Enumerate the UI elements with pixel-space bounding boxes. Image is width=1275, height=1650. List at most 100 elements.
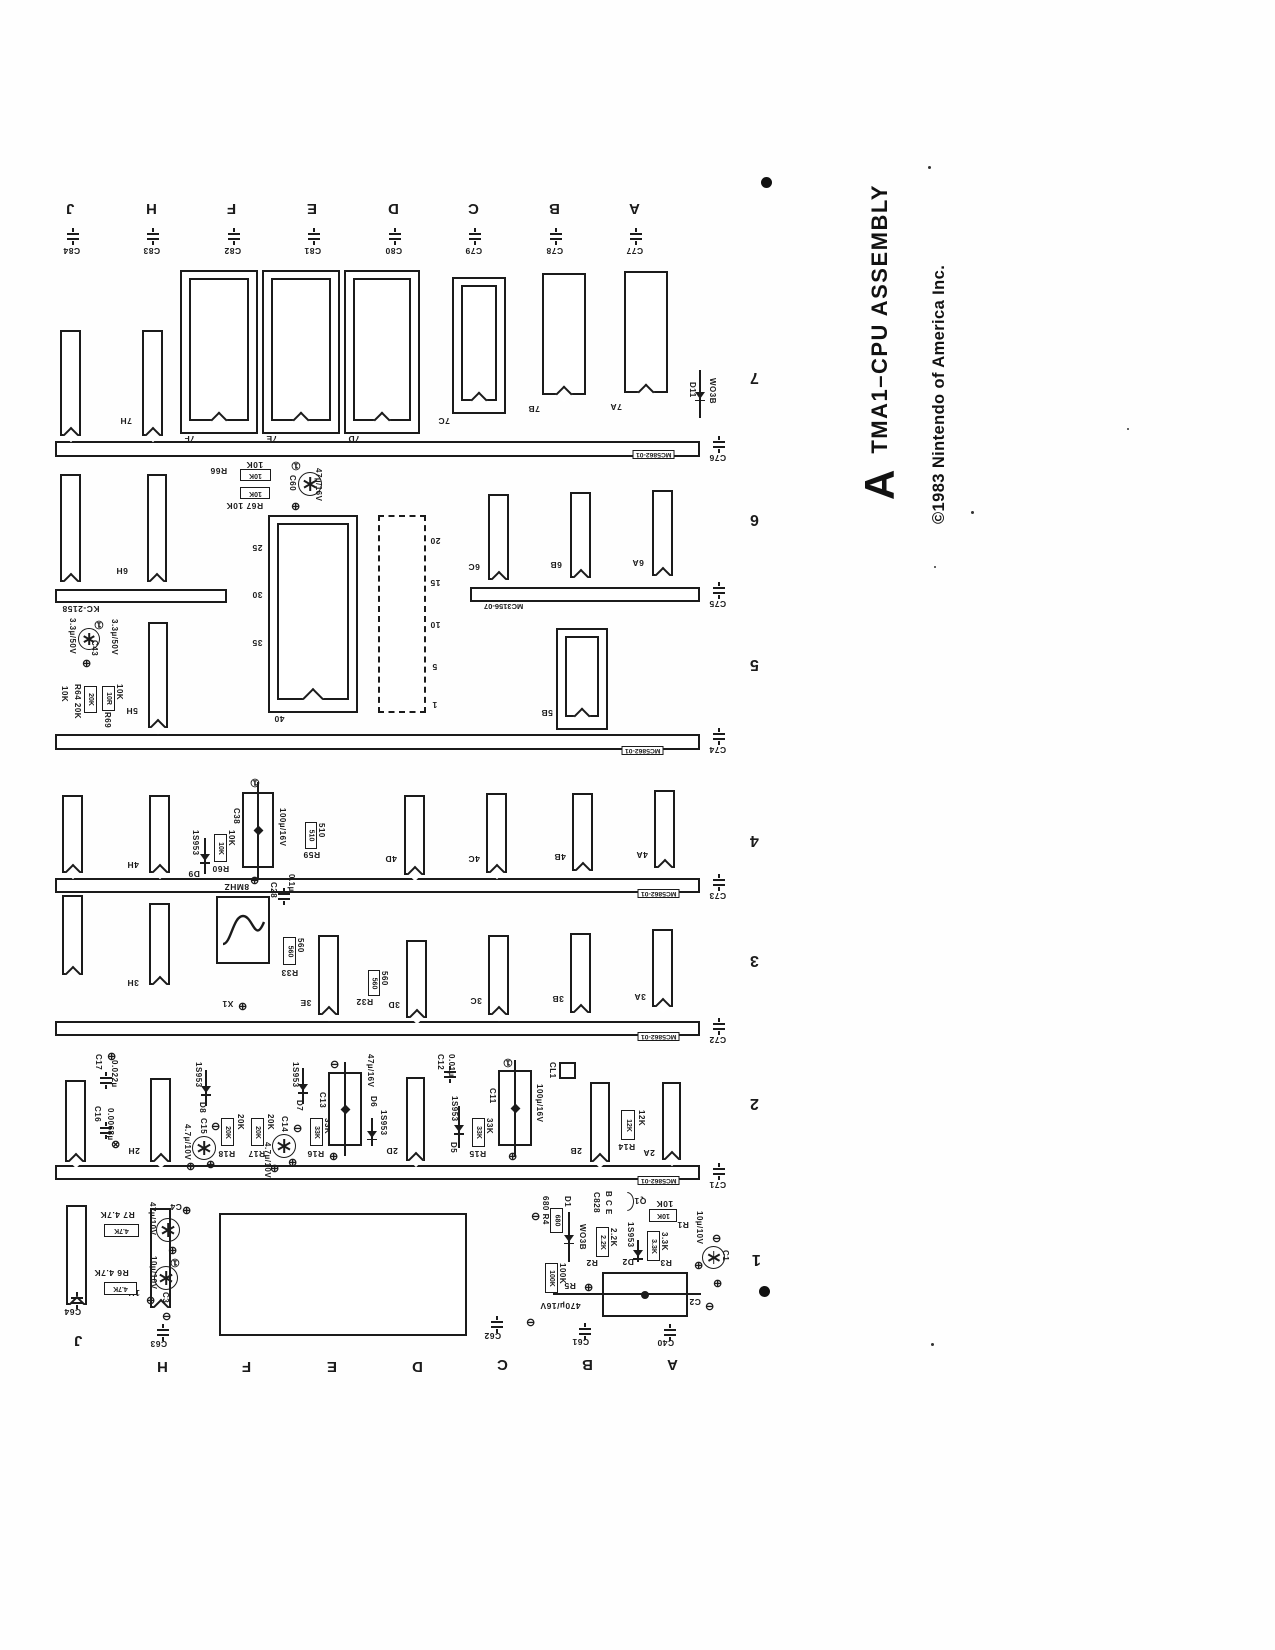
resistor-value: 4.7K	[113, 1285, 128, 1292]
component-label: C60	[288, 475, 297, 492]
resistor-value-box: 10R	[102, 686, 115, 711]
pin1-notch-icon	[292, 411, 310, 428]
component-label: 0.022µ	[110, 1060, 119, 1088]
pin1-notch-icon	[470, 391, 488, 408]
chip-ref-label: 3E	[300, 998, 312, 1008]
component-label: R7 4.7K	[100, 1210, 135, 1220]
capacitor-icon	[712, 1163, 726, 1180]
resistor-value: 20K	[87, 693, 94, 706]
diode-icon	[453, 1106, 465, 1148]
electrolytic-capacitor-icon	[272, 1134, 296, 1158]
component-label: 10	[430, 620, 441, 630]
grid-letter-top: F	[227, 200, 237, 217]
component-label: 47µ/16V	[366, 1054, 375, 1088]
component-label: KC-2158	[62, 604, 100, 614]
component-label: 25	[252, 543, 263, 553]
pin1-notch-icon	[320, 1005, 337, 1022]
chip-ref-label: 7A	[610, 402, 622, 412]
component-label: C13	[318, 1092, 327, 1109]
bus-connector-bar	[55, 1165, 700, 1180]
component-label: R64 20K	[73, 684, 82, 720]
resistor-value-box: 10K	[214, 834, 227, 862]
plus-pad-icon: ⊕	[206, 1158, 216, 1170]
capacitor-icon	[549, 228, 563, 245]
resistor-value-box: 560	[368, 970, 380, 996]
capacitor-icon	[712, 1018, 726, 1035]
capacitor-ref: C80	[385, 246, 403, 256]
minus-pad-icon: ⊖	[330, 1058, 340, 1070]
circled-one-icon: ①	[170, 1256, 180, 1268]
grid-letter-top: E	[307, 200, 318, 217]
chip-2D	[406, 1077, 425, 1168]
plus-pad-icon: ⊕	[584, 1281, 594, 1293]
pin1-notch-icon	[656, 858, 673, 875]
component-label: 15	[430, 578, 441, 588]
drawing-title: ATMA1–CPU ASSEMBLY	[856, 184, 904, 500]
scan-speck	[1127, 428, 1129, 430]
component-label: C38	[232, 808, 241, 825]
resistor-value: 33K	[475, 1126, 482, 1139]
pin1-notch-icon	[64, 965, 81, 982]
copyright-text: ©1983 Nintendo of America Inc.	[930, 264, 948, 524]
component-label: WO3B	[578, 1224, 587, 1250]
circled-one-icon: ①	[250, 776, 260, 788]
electrolytic-capacitor-icon	[192, 1136, 216, 1160]
capacitor-icon	[468, 228, 482, 245]
component-outline	[559, 1062, 576, 1079]
box-capacitor-icon	[242, 782, 274, 878]
grid-row-number: 4	[750, 832, 759, 849]
plus-pad-icon: ⊕	[250, 874, 260, 886]
pin1-notch-icon	[572, 568, 589, 585]
component-label: C40	[657, 1338, 675, 1348]
resistor-value: 10K	[656, 1212, 670, 1219]
capacitor-icon	[712, 436, 726, 453]
chip-outline	[62, 795, 83, 880]
component-label: 0.0068µ	[106, 1108, 115, 1141]
minus-pad-icon: ⊖	[211, 1120, 221, 1132]
component-label: C3	[161, 1292, 170, 1304]
plus-pad-icon: ⊕	[694, 1259, 704, 1271]
electrolytic-capacitor-icon	[156, 1218, 180, 1242]
bus-connector-bar	[470, 587, 700, 602]
component-label: 10K	[227, 830, 236, 847]
chip-2H	[150, 1078, 171, 1169]
resistor-value-box: 3.3K	[647, 1231, 660, 1261]
grid-letter-bottom: E	[327, 1358, 338, 1375]
chip-ref-label: 2D	[386, 1146, 398, 1156]
chip-outline	[66, 1205, 87, 1312]
capacitor-ref: C83	[143, 246, 161, 256]
connector-part-number: MC5862-01	[633, 450, 675, 459]
chip-3D	[406, 940, 427, 1025]
component-label: 20	[430, 536, 441, 546]
capacitor-ref: C71	[709, 1180, 727, 1190]
chip-7B	[542, 273, 586, 402]
component-label: D5	[449, 1142, 458, 1154]
component-label: 470µ/16V	[540, 1301, 581, 1311]
diode-icon	[199, 838, 211, 874]
chip-ref-label: 3A	[634, 992, 646, 1002]
diode-icon	[563, 1212, 575, 1262]
component-label: 510	[317, 823, 326, 838]
component-label: 4.7µ/10V	[183, 1124, 192, 1161]
component-label: D2	[622, 1257, 634, 1267]
transistor-icon	[627, 1192, 634, 1211]
component-label: C1	[721, 1250, 730, 1262]
component-label: C16	[93, 1106, 102, 1123]
plus-pad-icon: ⊕	[288, 1156, 298, 1168]
component-label: D9	[188, 869, 200, 879]
chip-ref-label: 7C	[438, 416, 450, 426]
minus-pad-icon: ⊖	[293, 1122, 303, 1134]
capacitor-icon	[388, 228, 402, 245]
capacitor-icon	[578, 1323, 592, 1340]
bus-connector-bar	[55, 1021, 700, 1036]
revision-letter: A	[856, 469, 903, 500]
chip-ref-label: 4B	[554, 852, 566, 862]
chip-outline	[60, 330, 81, 443]
chip-ref-label: 2B	[570, 1146, 582, 1156]
blank-component-outline	[219, 1213, 467, 1336]
resistor-value: 10K	[248, 489, 262, 497]
pin1-notch-icon	[302, 687, 324, 710]
bus-connector-bar	[55, 878, 700, 893]
minus-pad-icon: ⊖	[526, 1316, 536, 1328]
electrolytic-capacitor-icon	[702, 1246, 725, 1269]
